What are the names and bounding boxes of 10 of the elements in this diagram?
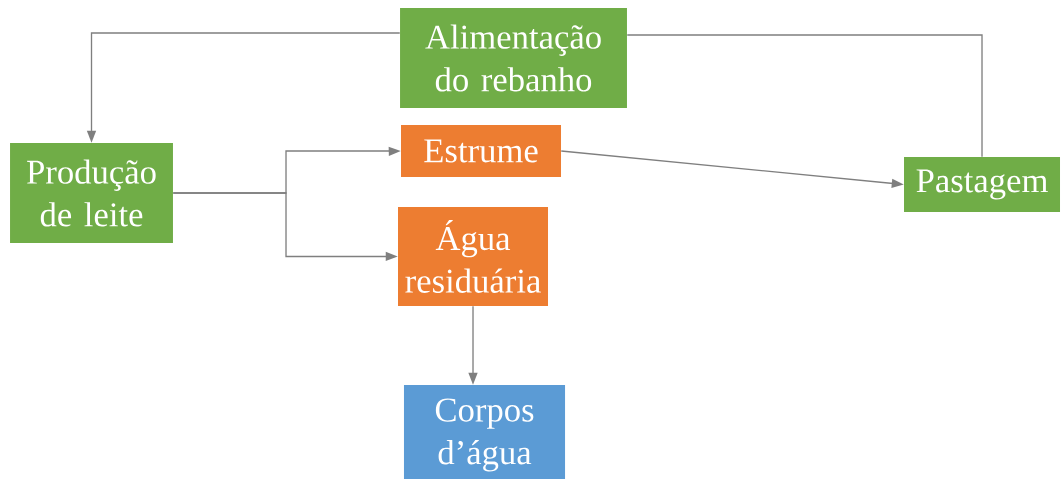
- arrow: [468, 305, 478, 385]
- process-box: Estrume: [401, 125, 561, 177]
- process-box: Pastagem: [904, 157, 1060, 212]
- arrow: [172, 192, 398, 262]
- process-box: Produção de leite: [10, 143, 173, 243]
- process-box: Corpos d’água: [404, 385, 566, 479]
- process-box: Água residuária: [398, 207, 548, 306]
- arrow: [86, 32, 401, 143]
- arrow: [560, 150, 904, 188]
- process-box: Alimentação do rebanho: [400, 8, 627, 108]
